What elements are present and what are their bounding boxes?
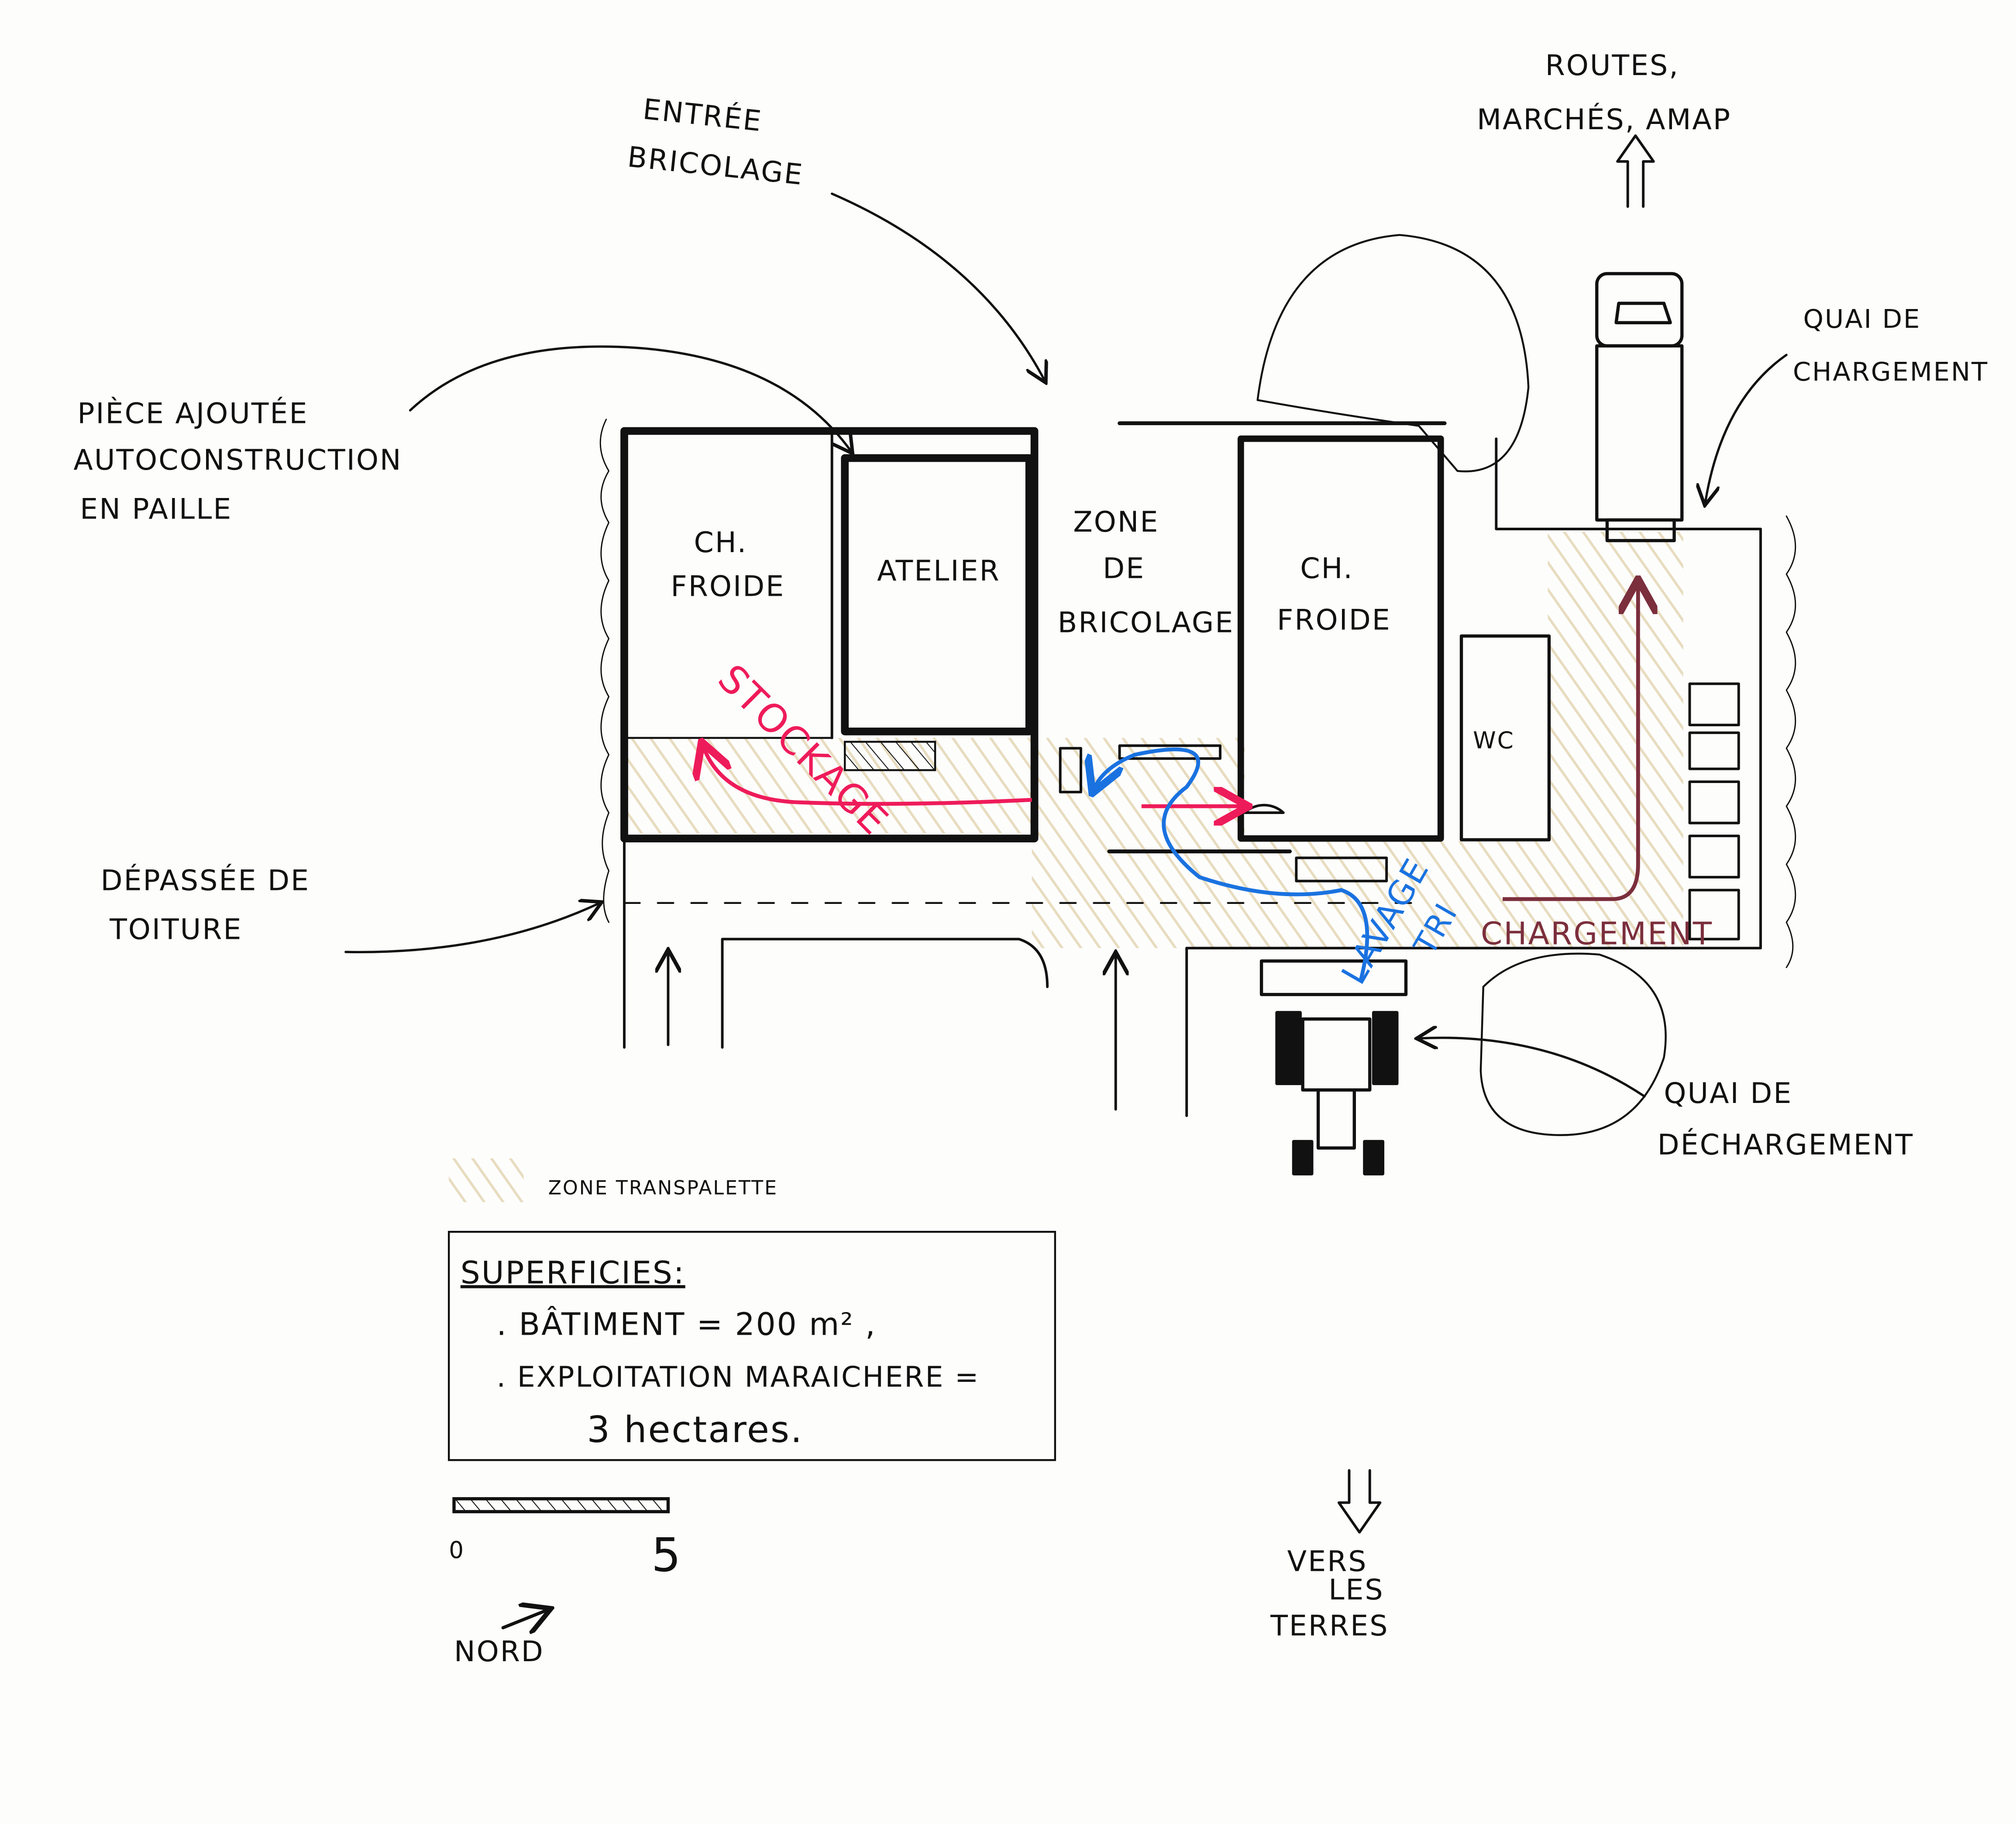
truck-icon xyxy=(1595,272,1684,543)
lavage-flow-arrow xyxy=(1094,747,1369,981)
scale-bar-start: 0 xyxy=(449,1537,465,1564)
superficies-exploitation: . EXPLOITATION MARAICHERE = xyxy=(497,1361,980,1394)
north-label: NORD xyxy=(454,1635,544,1668)
tree-bottom xyxy=(1479,952,1667,1136)
quai-dechargement-arrow xyxy=(1419,1038,1646,1098)
superficies-title: SUPERFICIES: xyxy=(461,1254,685,1291)
pallet-stack xyxy=(1688,682,1740,941)
vers-les-terres-arrow-icon xyxy=(1337,1469,1382,1534)
routes-arrow-icon xyxy=(1616,134,1655,208)
roads xyxy=(623,837,1188,1117)
left-building xyxy=(620,427,1039,842)
chargement-flow-arrow xyxy=(1503,583,1638,901)
atelier-label: ATELIER xyxy=(877,555,1001,587)
scale-bar: 0 5 xyxy=(449,1497,682,1582)
routes-label: ROUTES,MARCHÉS, AMAP xyxy=(1477,49,1731,136)
depassee-toiture-arrow xyxy=(344,903,600,954)
superficies-box: SUPERFICIES: . BÂTIMENT = 200 m² , . EXP… xyxy=(447,1231,1056,1461)
ch-froide-right-label: CH.FROIDE xyxy=(1277,552,1391,636)
scale-bar-end: 5 xyxy=(651,1528,682,1582)
wc-label: WC xyxy=(1473,727,1515,754)
legend-transpalette-swatch xyxy=(449,1158,524,1202)
tree-top xyxy=(1256,234,1530,473)
entree-bricolage-arrow xyxy=(831,192,1045,381)
ch-froide-left-label: CH.FROIDE xyxy=(671,526,785,603)
north-arrow-icon xyxy=(501,1610,548,1628)
superficies-batiment: . BÂTIMENT = 200 m² , xyxy=(497,1306,877,1343)
right-building xyxy=(1059,421,1762,950)
legend-transpalette-label: ZONE TRANSPALETTE xyxy=(548,1177,778,1199)
piece-ajoutee-arrow xyxy=(409,345,851,452)
chargement-label: CHARGEMENT xyxy=(1481,915,1713,952)
superficies-exploitation-value: 3 hectares. xyxy=(587,1408,803,1451)
entree-bricolage-label: ENTRÉEBRICOLAGE xyxy=(626,91,810,192)
tractor-icon xyxy=(1259,959,1408,1175)
hedge-left xyxy=(599,419,610,923)
stockage-flow-arrow xyxy=(703,745,1032,806)
quai-chargement-arrow xyxy=(1705,354,1788,503)
hedge-right xyxy=(1786,515,1796,969)
